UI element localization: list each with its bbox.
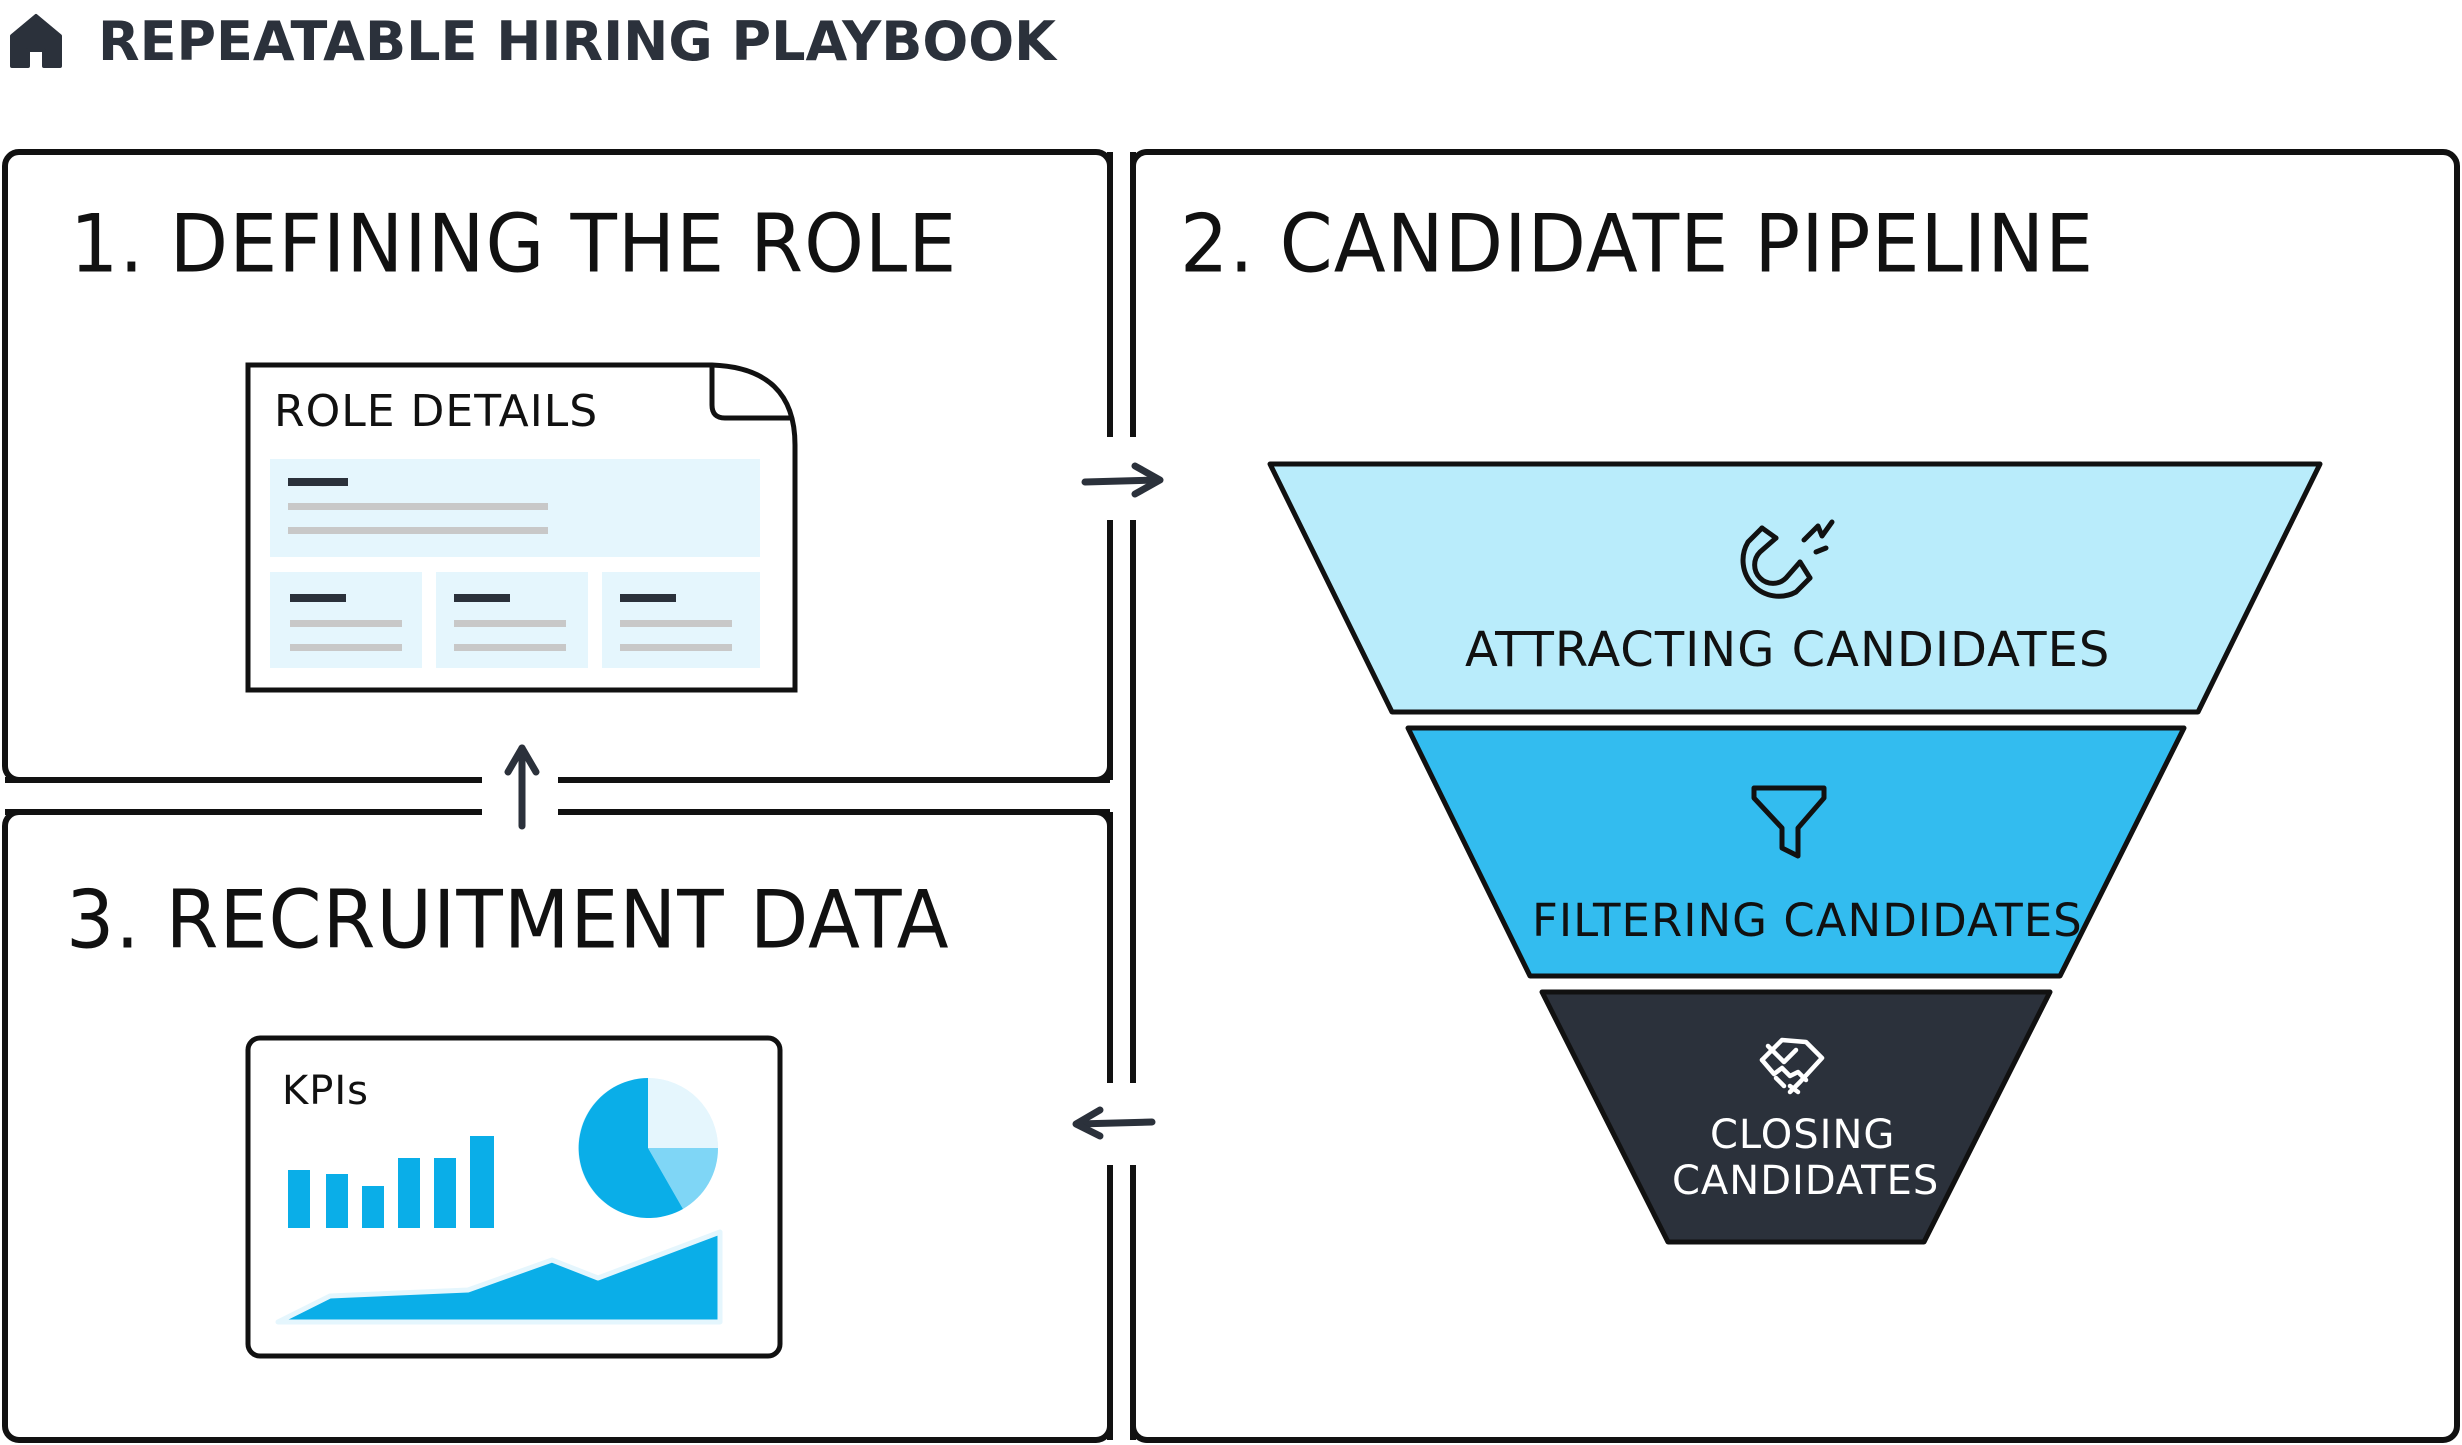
kpi-card <box>245 1035 783 1359</box>
role-details-card <box>245 362 798 693</box>
panel-title-pipeline: 2. CANDIDATE PIPELINE <box>1180 196 2095 291</box>
funnel-label-attracting: ATTRACTING CANDIDATES <box>1465 622 2111 678</box>
magnet-icon <box>1740 519 1835 599</box>
kpi-pie-chart <box>578 1078 719 1218</box>
home-icon <box>10 14 62 68</box>
funnel-stage-attracting <box>1267 461 2323 715</box>
panel-title-role: 1. DEFINING THE ROLE <box>70 196 958 291</box>
panel-title-data: 3. RECRUITMENT DATA <box>66 872 950 967</box>
handshake-icon <box>1759 1037 1825 1095</box>
funnel-label-closing-2: CANDIDATES <box>1672 1158 1940 1204</box>
arrow-right-icon <box>1081 462 1164 498</box>
funnel-stage-closing <box>1539 989 2053 1245</box>
kpi-area-chart <box>275 1229 723 1325</box>
arrow-up-icon <box>504 744 540 830</box>
arrow-left-icon <box>1072 1106 1156 1140</box>
page-title: REPEATABLE HIRING PLAYBOOK <box>98 10 1057 73</box>
funnel-label-filtering: FILTERING CANDIDATES <box>1532 894 2083 947</box>
kpi-bar-chart <box>288 1136 494 1228</box>
filter-icon <box>1751 785 1827 859</box>
page-header: REPEATABLE HIRING PLAYBOOK <box>0 0 1100 90</box>
kpi-card-label: KPIs <box>282 1068 369 1114</box>
role-card-label: ROLE DETAILS <box>274 386 599 437</box>
funnel-label-closing-1: CLOSING <box>1710 1112 1896 1158</box>
